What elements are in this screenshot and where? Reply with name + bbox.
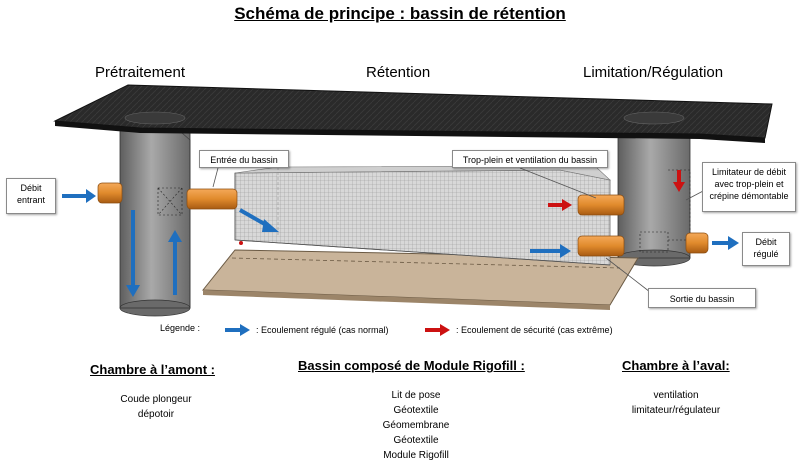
aval-item: limitateur/régulateur <box>631 405 721 416</box>
inlet-pipe-basin <box>186 188 238 210</box>
arrow-into-basin-icon <box>239 208 279 232</box>
aval-list: ventilation limitateur/régulateur <box>606 388 746 418</box>
legend-red-text: : Ecoulement de sécurité (cas extrême) <box>456 325 613 335</box>
callout-debit-regule-line2: régulé <box>753 249 779 259</box>
section-pretraitement: Prétraitement <box>95 64 186 81</box>
arrow-overflow-icon <box>548 199 572 211</box>
page-title: Schéma de principe : bassin de rétention <box>234 4 566 23</box>
rigofill-module <box>234 165 611 266</box>
outlet-pipe-right <box>685 232 709 254</box>
arrow-outflow-icon <box>712 236 739 250</box>
arrow-chamber-down-icon <box>126 210 140 297</box>
arrow-inflow-icon <box>62 189 96 203</box>
callout-debit-regule: Débit régulé <box>742 232 790 266</box>
callout-entree-bassin: Entrée du bassin <box>199 150 289 168</box>
amont-item: Coude plongeur <box>120 394 192 405</box>
amont-title: Chambre à l’amont : <box>90 362 215 377</box>
outlet-pipe-basin <box>577 235 625 257</box>
aval-item: ventilation <box>653 390 699 401</box>
callout-trop-plein: Trop-plein et ventilation du bassin <box>452 150 608 168</box>
legend-label: Légende : <box>160 323 201 333</box>
overflow-pipe <box>577 194 625 216</box>
arrow-limiter-down-icon <box>673 170 685 192</box>
section-limitation: Limitation/Régulation <box>583 64 724 81</box>
callout-limitateur: Limitateur de débit avec trop-plein et c… <box>702 162 796 212</box>
legend-red-arrow-icon <box>425 324 450 336</box>
rigofill-item: Module Rigofill <box>383 450 449 461</box>
callout-debit-entrant-line1: Débit <box>20 183 42 193</box>
section-retention: Rétention <box>366 64 431 81</box>
amont-item: dépotoir <box>137 409 175 420</box>
callout-sortie-bassin: Sortie du bassin <box>648 288 756 308</box>
legend-blue-arrow-icon <box>225 324 250 336</box>
arrow-chamber-up-icon <box>168 230 182 295</box>
callout-debit-entrant: Débit entrant <box>6 178 56 214</box>
arrow-basin-outlet-icon <box>530 244 571 258</box>
callout-limitateur-line3: crépine démontable <box>709 191 789 201</box>
bedding-layer <box>201 249 639 306</box>
rigofill-title: Bassin composé de Module Rigofill : <box>298 358 525 373</box>
rigofill-item: Géomembrane <box>382 420 450 431</box>
rigofill-item: Géotextile <box>393 405 439 416</box>
upstream-chamber <box>119 117 191 317</box>
rigofill-list: Lit de pose Géotextile Géomembrane Géote… <box>356 388 476 463</box>
aval-title: Chambre à l’aval: <box>622 358 730 373</box>
amont-list: Coude plongeur dépotoir <box>96 392 216 422</box>
inlet-pipe-left <box>97 182 123 204</box>
callout-debit-regule-line1: Débit <box>755 237 777 247</box>
legend-blue-text: : Ecoulement régulé (cas normal) <box>256 325 389 335</box>
callout-limitateur-line2: avec trop-plein et <box>714 179 784 189</box>
callout-debit-entrant-line2: entrant <box>16 195 46 205</box>
callout-limitateur-line1: Limitateur de débit <box>711 167 787 177</box>
rigofill-item: Lit de pose <box>391 390 441 401</box>
rigofill-item: Géotextile <box>393 435 439 446</box>
downstream-chamber <box>617 117 691 267</box>
